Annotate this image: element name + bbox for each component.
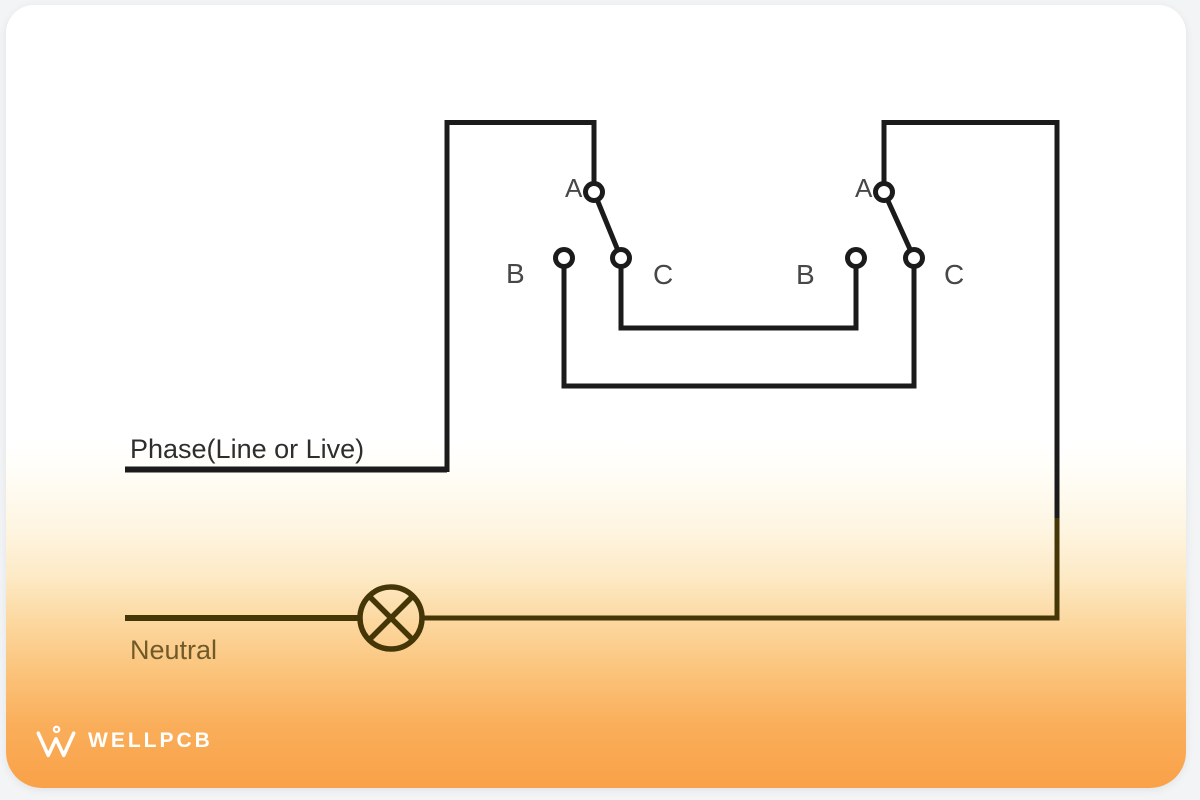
switch1-label-c: C [653, 259, 673, 290]
wellpcb-logo: WELLPCB [35, 720, 213, 762]
neutral-return-wire [424, 518, 1060, 621]
phase-label: Phase(Line or Live) [130, 434, 364, 464]
wellpcb-w-icon [36, 725, 76, 758]
switch1-terminal-c [610, 247, 632, 269]
switch2-terminal-a [873, 181, 895, 203]
switch1-label-b: B [506, 258, 525, 289]
wellpcb-logo-text: WELLPCB [88, 729, 213, 752]
lamp-circle [357, 584, 425, 652]
crossover-wire-c1-b2 [618, 258, 859, 331]
switch2-label-a: A [855, 173, 873, 203]
switch2-feed-wire [881, 120, 1060, 520]
crossover-wire-b1-c2 [561, 258, 917, 389]
switch2-arm [881, 189, 917, 261]
lamp-icon [357, 584, 425, 652]
switch1-terminal-a [583, 181, 605, 203]
switch2-terminal-c [903, 247, 925, 269]
switch1-arm [591, 189, 624, 261]
switch2-label-c: C [944, 259, 964, 290]
switch1-terminal-b [553, 247, 575, 269]
switch1-label-a: A [565, 173, 583, 203]
switch2-label-b: B [796, 259, 815, 290]
neutral-label: Neutral [130, 635, 217, 665]
switch1-feed-wire [444, 120, 597, 472]
switch2-terminal-b [845, 247, 867, 269]
lamp-cross-2 [367, 594, 415, 642]
